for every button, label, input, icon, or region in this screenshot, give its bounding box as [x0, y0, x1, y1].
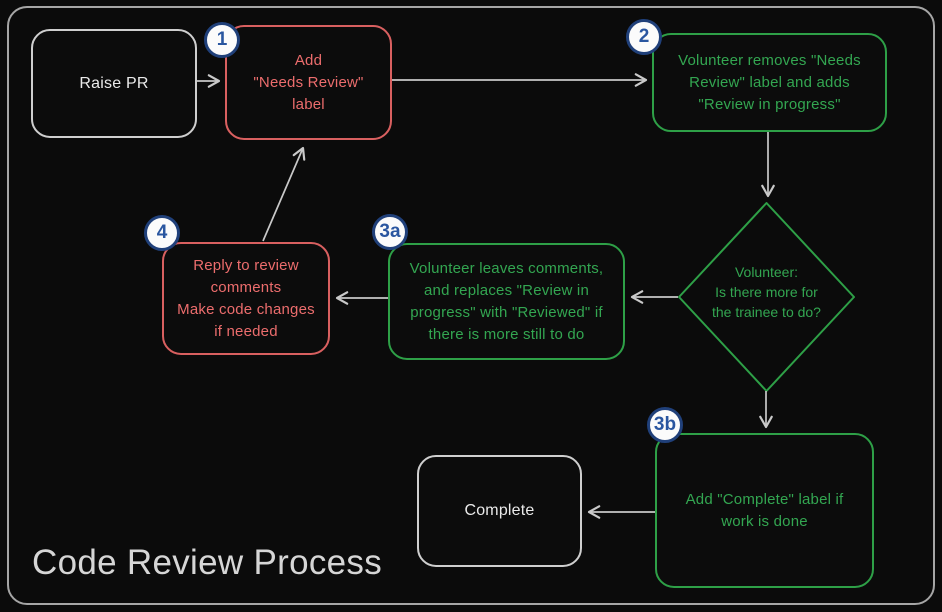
- node-line: "Needs Review": [253, 73, 364, 91]
- node-line: Make code changes: [177, 300, 315, 318]
- node-complete-label: Complete: [464, 502, 535, 519]
- badge-step-4: 4: [144, 215, 180, 251]
- node-add-needs-review-label: Add "Needs Review" label: [225, 25, 392, 140]
- page-title: Code Review Process: [32, 543, 383, 582]
- node-line: comments: [210, 278, 282, 296]
- node-line: if needed: [214, 322, 278, 340]
- node-line: label: [292, 95, 325, 113]
- node-raise-pr: Raise PR: [31, 29, 197, 138]
- node-line: work is done: [721, 512, 808, 530]
- badge-step-1: 1: [204, 22, 240, 58]
- node-line: "Review in progress": [698, 95, 841, 113]
- badge-step-3b: 3b: [647, 407, 683, 443]
- node-volunteer-removes-label: Volunteer removes "Needs Review" label a…: [652, 33, 887, 132]
- node-line: Is there more for: [715, 284, 818, 300]
- node-line: and replaces "Review in: [423, 281, 589, 299]
- node-reply-to-review-comments: Reply to review comments Make code chang…: [162, 242, 330, 355]
- node-decision-label: Volunteer: Is there more for the trainee…: [676, 262, 857, 322]
- node-line: Volunteer removes "Needs: [678, 51, 861, 69]
- node-volunteer-leaves-comments: Volunteer leaves comments, and replaces …: [388, 243, 625, 360]
- node-line: Review" label and adds: [689, 73, 850, 91]
- node-line: progress" with "Reviewed" if: [410, 303, 603, 321]
- badge-step-2: 2: [626, 19, 662, 55]
- arrow-step4-to-step1: [262, 146, 306, 242]
- node-line: the trainee to do?: [712, 304, 821, 320]
- node-line: Add "Complete" label if: [685, 490, 844, 508]
- node-line: Volunteer leaves comments,: [409, 259, 604, 277]
- node-add-complete-label: Add "Complete" label if work is done: [655, 433, 874, 588]
- node-raise-pr-label: Raise PR: [79, 74, 149, 92]
- node-line: Reply to review: [193, 256, 299, 274]
- node-line: Volunteer:: [734, 264, 799, 280]
- node-complete: Complete: [417, 455, 582, 567]
- node-line: there is more still to do: [428, 325, 585, 343]
- node-line: Add: [294, 51, 323, 69]
- badge-step-3a: 3a: [372, 214, 408, 250]
